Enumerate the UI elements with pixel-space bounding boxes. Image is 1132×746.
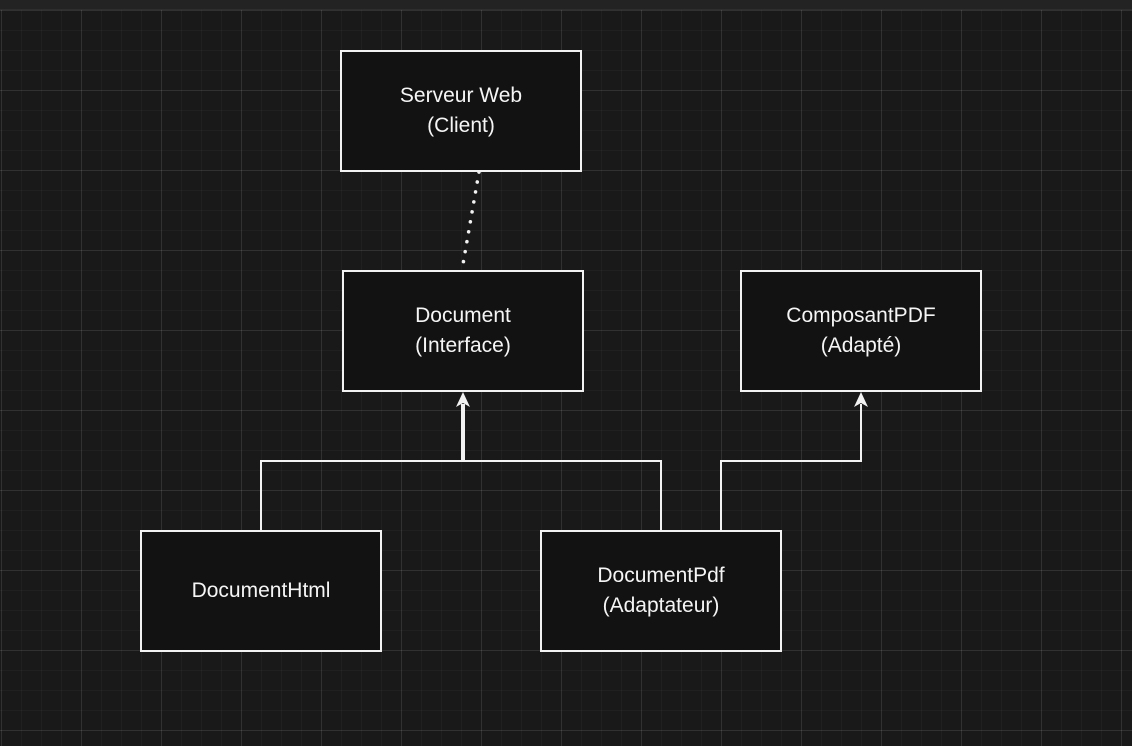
connector-html-document[interactable]: [260, 404, 463, 530]
node-document-html-title: DocumentHtml: [191, 579, 331, 602]
node-composant-pdf-title: ComposantPDF: [786, 304, 936, 327]
connector-pdf-document[interactable]: [463, 404, 662, 530]
node-document-pdf-title: DocumentPdf: [597, 564, 725, 587]
arrowhead-composant: [854, 392, 868, 407]
node-serveur-web-title: Serveur Web: [399, 84, 523, 107]
node-document-role: (Interface): [415, 334, 511, 357]
node-serveur-web-role: (Client): [427, 114, 495, 137]
node-composant-pdf-role: (Adapté): [820, 334, 902, 357]
node-serveur-web[interactable]: Serveur Web (Client): [340, 50, 582, 172]
node-document[interactable]: Document (Interface): [342, 270, 584, 392]
top-toolbar-strip: [0, 0, 1132, 10]
node-document-pdf-role: (Adaptateur): [602, 594, 720, 617]
node-document-html[interactable]: DocumentHtml: [140, 530, 382, 652]
node-composant-pdf[interactable]: ComposantPDF (Adapté): [740, 270, 982, 392]
connector-serveur-document[interactable]: [460, 170, 481, 272]
node-document-title: Document: [415, 304, 511, 327]
node-document-pdf[interactable]: DocumentPdf (Adaptateur): [540, 530, 782, 652]
connector-pdf-composant[interactable]: [720, 404, 862, 530]
arrowhead-document: [456, 392, 470, 407]
